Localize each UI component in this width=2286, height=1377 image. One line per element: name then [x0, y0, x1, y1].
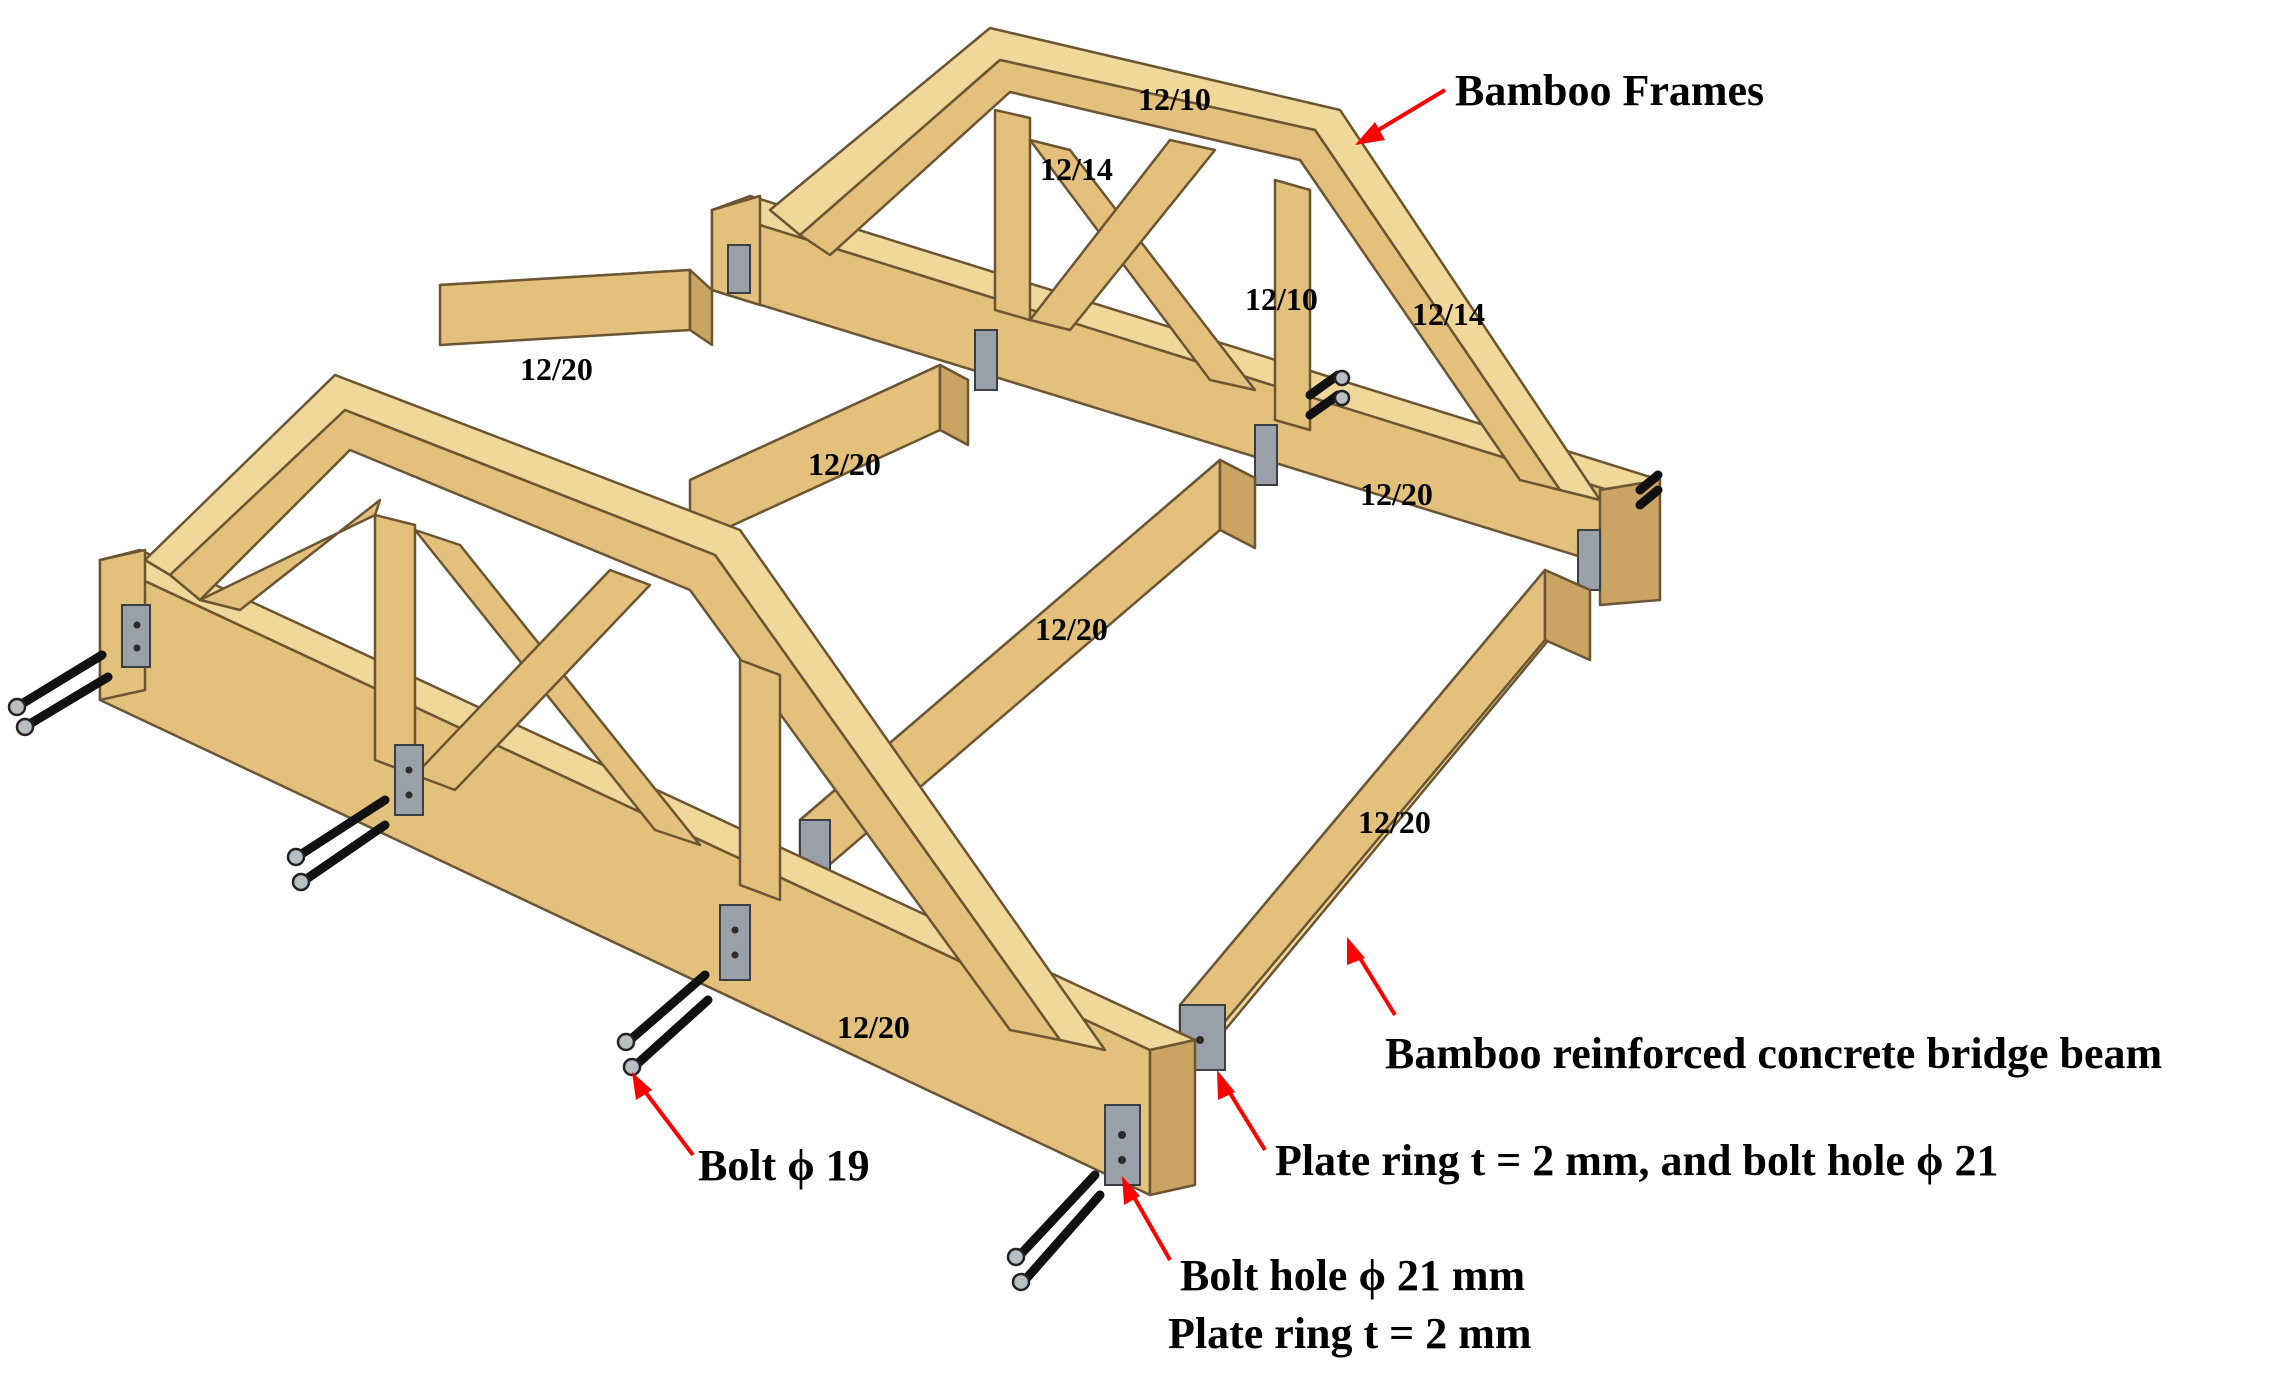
- plate-ring: [1254, 424, 1278, 486]
- back-diagonal-b: [1028, 138, 1217, 332]
- cross-beam-1: [438, 268, 714, 347]
- front-truss: [7, 373, 1197, 1292]
- label-bolt: Bolt ϕ 19: [698, 1141, 870, 1190]
- front-diagonal-a: [413, 528, 702, 847]
- cross-beam-2: [688, 363, 970, 547]
- back-plates: [727, 244, 1601, 591]
- front-diagonal-c: [198, 498, 382, 612]
- dimension-labels: 12/10 12/14 12/10 12/14 12/20 12/20 12/2…: [520, 81, 1485, 1045]
- dim-beam-2: 12/20: [808, 446, 881, 482]
- front-plates: [121, 604, 1141, 1186]
- dim-beam-1: 12/20: [520, 351, 593, 387]
- front-bolts: [7, 650, 1105, 1292]
- plate-ring: [727, 244, 751, 294]
- dim-back-bottom-chord: 12/20: [1360, 476, 1433, 512]
- label-bolt-hole: Bolt hole ϕ 21 mm: [1180, 1251, 1525, 1300]
- plate-ring: [719, 904, 751, 981]
- back-truss: [710, 26, 1663, 607]
- front-diagonal-b: [413, 568, 652, 792]
- plate-ring-bolt-hole: [1104, 1104, 1141, 1186]
- plate-ring: [121, 604, 151, 668]
- plate-ring: [394, 744, 424, 816]
- back-diagonal-a: [1028, 138, 1257, 392]
- front-vertical-2: [738, 658, 782, 902]
- back-top-chord-face: [798, 58, 1562, 492]
- dim-front-bottom-chord: 12/20: [837, 1009, 910, 1045]
- label-plate-ring: Plate ring t = 2 mm: [1168, 1309, 1532, 1358]
- dim-inner-back: 12/10: [1245, 281, 1318, 317]
- callouts: Bamboo Frames Bamboo reinforced concrete…: [632, 66, 2162, 1358]
- front-end-block-right: [1148, 1038, 1197, 1197]
- dim-diag-back-left: 12/14: [1040, 151, 1113, 187]
- back-vertical-2: [1273, 178, 1312, 432]
- label-bridge-beam: Bamboo reinforced concrete bridge beam: [1385, 1029, 2162, 1078]
- dim-diag-back-right: 12/14: [1412, 296, 1485, 332]
- plate-ring: [974, 329, 998, 391]
- back-vertical-1: [993, 108, 1032, 322]
- back-bolts: [1305, 369, 1663, 510]
- dim-beam-3: 12/20: [1035, 611, 1108, 647]
- dim-front-beam: 12/20: [1358, 804, 1431, 840]
- label-bamboo-frames: Bamboo Frames: [1455, 66, 1764, 115]
- plate-ring: [1577, 529, 1601, 591]
- dim-top-chord-back: 12/10: [1138, 81, 1211, 117]
- front-top-chord-face: [168, 408, 1062, 1042]
- label-plate-ring-bolt-hole: Plate ring t = 2 mm, and bolt hole ϕ 21: [1275, 1136, 1999, 1185]
- front-vertical-1: [373, 513, 417, 777]
